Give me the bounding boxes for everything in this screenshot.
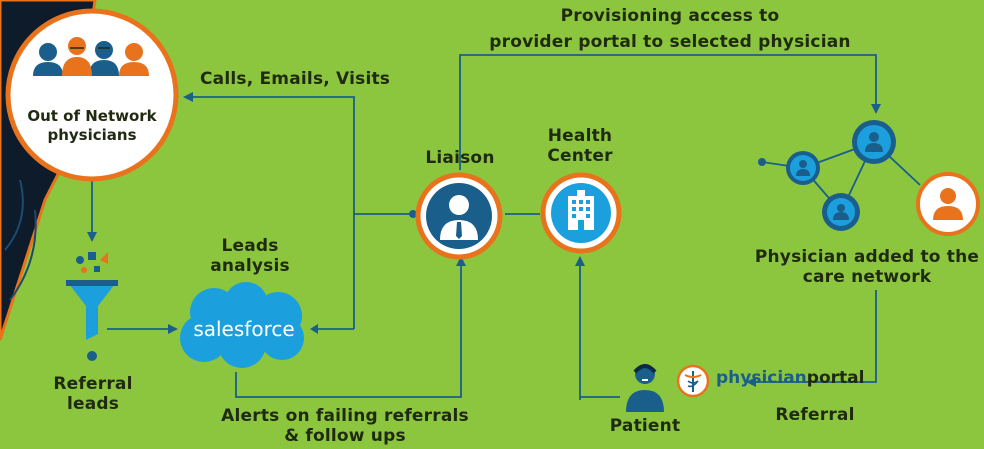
doctor-icon	[916, 172, 980, 236]
physicianportal-logo-part2: portal	[806, 368, 865, 388]
referral-leads-label-line1: Referral	[53, 374, 133, 394]
liaison-person-icon	[440, 195, 478, 240]
physician-added-label: Physician added to the care network	[752, 247, 982, 287]
alerts-label: Alerts on failing referrals & follow ups	[205, 406, 485, 446]
physician-added-label-line2: care network	[802, 267, 932, 287]
caduceus-icon	[676, 364, 710, 398]
leads-analysis-label-line2: analysis	[210, 256, 290, 276]
referral-leads-label-line2: leads	[66, 394, 120, 414]
health-center-label-line1: Health	[547, 126, 613, 146]
provisioning-label-line2: provider portal to selected physician	[489, 32, 851, 52]
funnel-icon	[66, 252, 118, 361]
salesforce-cloud-icon: salesforce	[180, 282, 304, 368]
physician-added-label-line1: Physician added to the	[754, 247, 980, 267]
health-center-node	[540, 172, 622, 254]
out-of-network-label-line2: physicians	[47, 126, 136, 144]
health-center-label-line2: Center	[547, 146, 613, 166]
liaison-node	[415, 172, 503, 260]
physicianportal-logo-part1: physician	[716, 368, 807, 388]
alerts-label-line1: Alerts on failing referrals	[221, 406, 469, 426]
out-of-network-label-line1: Out of Network	[27, 107, 157, 125]
health-center-label: Health Center	[530, 126, 630, 166]
leads-analysis-label-line1: Leads	[221, 236, 279, 256]
leads-analysis-label: Leads analysis	[195, 236, 305, 276]
calls-emails-visits-label: Calls, Emails, Visits	[200, 69, 391, 89]
liaison-label: Liaison	[425, 148, 495, 168]
network-icon	[786, 120, 896, 231]
salesforce-logo-text: salesforce	[193, 317, 294, 341]
provisioning-label: Provisioning access to provider portal t…	[440, 6, 900, 52]
alerts-label-line2: & follow ups	[284, 426, 406, 446]
physicianportal-logo: physicianportal	[716, 368, 864, 388]
provisioning-label-line1: Provisioning access to	[560, 6, 780, 26]
referral-label: Referral	[775, 405, 855, 425]
out-of-network-node: Out of Network physicians	[5, 8, 179, 182]
physicians-group-icon	[33, 37, 149, 76]
patient-label: Patient	[609, 416, 681, 436]
referral-leads-label: Referral leads	[38, 374, 148, 414]
patient-icon	[626, 364, 664, 412]
